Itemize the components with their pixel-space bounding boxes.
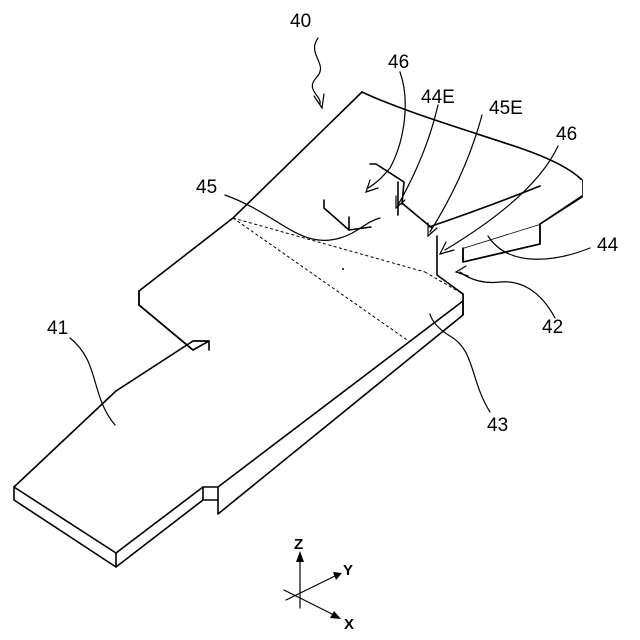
label-41: 41 <box>47 318 68 339</box>
plate-body <box>14 92 582 567</box>
label-46-top: 46 <box>388 52 409 73</box>
label-44: 44 <box>597 235 619 256</box>
label-42: 42 <box>542 317 563 338</box>
center-dot <box>342 268 344 270</box>
x-axis-label: X <box>344 616 354 633</box>
x-axis-line <box>284 590 336 616</box>
x-axis-arrow <box>330 611 341 619</box>
label-40: 40 <box>290 11 311 32</box>
label-46-right: 46 <box>556 124 577 145</box>
axis-indicator: Z Y X <box>284 536 354 633</box>
z-axis-label: Z <box>294 536 303 553</box>
leader-43 <box>430 314 490 412</box>
leader-42 <box>460 272 555 318</box>
label-44e: 44E <box>421 87 455 108</box>
y-axis-label: Y <box>343 562 353 579</box>
label-45: 45 <box>196 177 217 198</box>
plate-step-side <box>203 487 218 500</box>
label-45e: 45E <box>489 98 523 119</box>
plate-top-surface <box>14 92 582 553</box>
y-axis-line <box>286 575 337 600</box>
label-43: 43 <box>487 415 508 436</box>
leader-40 <box>312 38 320 104</box>
leader-40-arrow <box>314 94 324 108</box>
